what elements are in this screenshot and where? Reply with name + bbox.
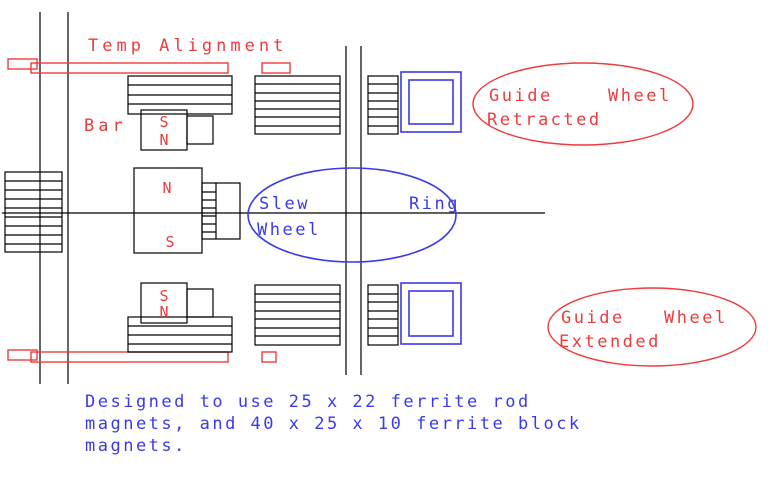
magnet-side-block — [201, 182, 241, 240]
lamination-hatch — [368, 83, 398, 127]
retracted-label-wheel: Wheel — [608, 86, 672, 106]
extended-label-guide: Guide — [561, 308, 625, 328]
guide-wheel-retracted-inner — [408, 79, 454, 125]
temp-alignment-bar-top — [7, 58, 291, 74]
lower-guide-wheel-assembly — [254, 282, 462, 346]
guide-wheel-retracted-outer — [400, 71, 462, 133]
center-magnet-pole-bottom: S — [165, 233, 174, 251]
upper-magnet-assembly — [127, 75, 233, 151]
guide-wheel-extended-outer — [400, 282, 462, 345]
lower-magnet-pole-top: S — [159, 287, 168, 305]
guide-wheel-retracted-ellipse — [472, 62, 694, 146]
lamination-stack — [367, 75, 399, 135]
design-note-line2: magnets, and 40 x 25 x 10 ferrite block — [85, 414, 582, 434]
alignment-bar-segment — [261, 62, 291, 74]
upper-guide-wheel-assembly — [254, 71, 462, 135]
guide-wheel-extended-ellipse — [547, 287, 757, 367]
guide-wheel-extended-inner — [408, 290, 454, 337]
lower-magnet-pole-bottom: N — [159, 303, 168, 321]
slew-ring-label-ring: Ring — [409, 194, 460, 214]
lamination-stack — [4, 171, 63, 253]
lamination-hatch — [255, 83, 340, 127]
lamination-hatch — [368, 293, 398, 337]
upper-magnet-pole-bottom: N — [159, 131, 168, 149]
alignment-bar-segment — [30, 62, 229, 74]
slew-ring-label-slew: Slew — [259, 194, 310, 214]
retracted-label-guide: Guide — [489, 86, 553, 106]
temp-alignment-label: Temp Alignment — [88, 36, 287, 56]
slew-ring-callout-ellipse — [247, 167, 457, 263]
alignment-bar-segment — [261, 351, 277, 363]
alignment-bar-segment — [30, 351, 229, 363]
design-note-line1: Designed to use 25 x 22 ferrite rod — [85, 392, 531, 412]
center-rail-lines — [345, 46, 362, 375]
retracted-label-retracted: Retracted — [487, 110, 602, 130]
lamination-stack — [367, 284, 399, 346]
lamination-hatch — [255, 293, 340, 337]
alignment-bar-segment — [7, 349, 38, 361]
lower-magnet-assembly — [127, 282, 233, 353]
extended-label-extended: Extended — [559, 332, 661, 352]
slew-ring-label-wheel: Wheel — [257, 220, 321, 240]
magnet-side-block — [186, 288, 214, 318]
extended-label-wheel: Wheel — [664, 308, 728, 328]
lamination-hatch — [128, 325, 232, 345]
magnet-side-block — [186, 115, 214, 145]
bar-label: Bar — [84, 116, 127, 136]
lamination-hatch — [202, 191, 216, 233]
design-note-line3: magnets. — [85, 436, 187, 456]
left-rail-lines — [39, 12, 69, 384]
lamination-hatch — [128, 84, 232, 105]
lamination-stack — [254, 284, 341, 346]
alignment-bar-segment — [7, 58, 38, 70]
upper-magnet-pole-top: S — [159, 113, 168, 131]
lamination-stack — [254, 75, 341, 135]
center-magnet-pole-top: N — [162, 179, 171, 197]
center-magnet-assembly — [4, 167, 241, 254]
lamination-hatch — [5, 180, 62, 245]
